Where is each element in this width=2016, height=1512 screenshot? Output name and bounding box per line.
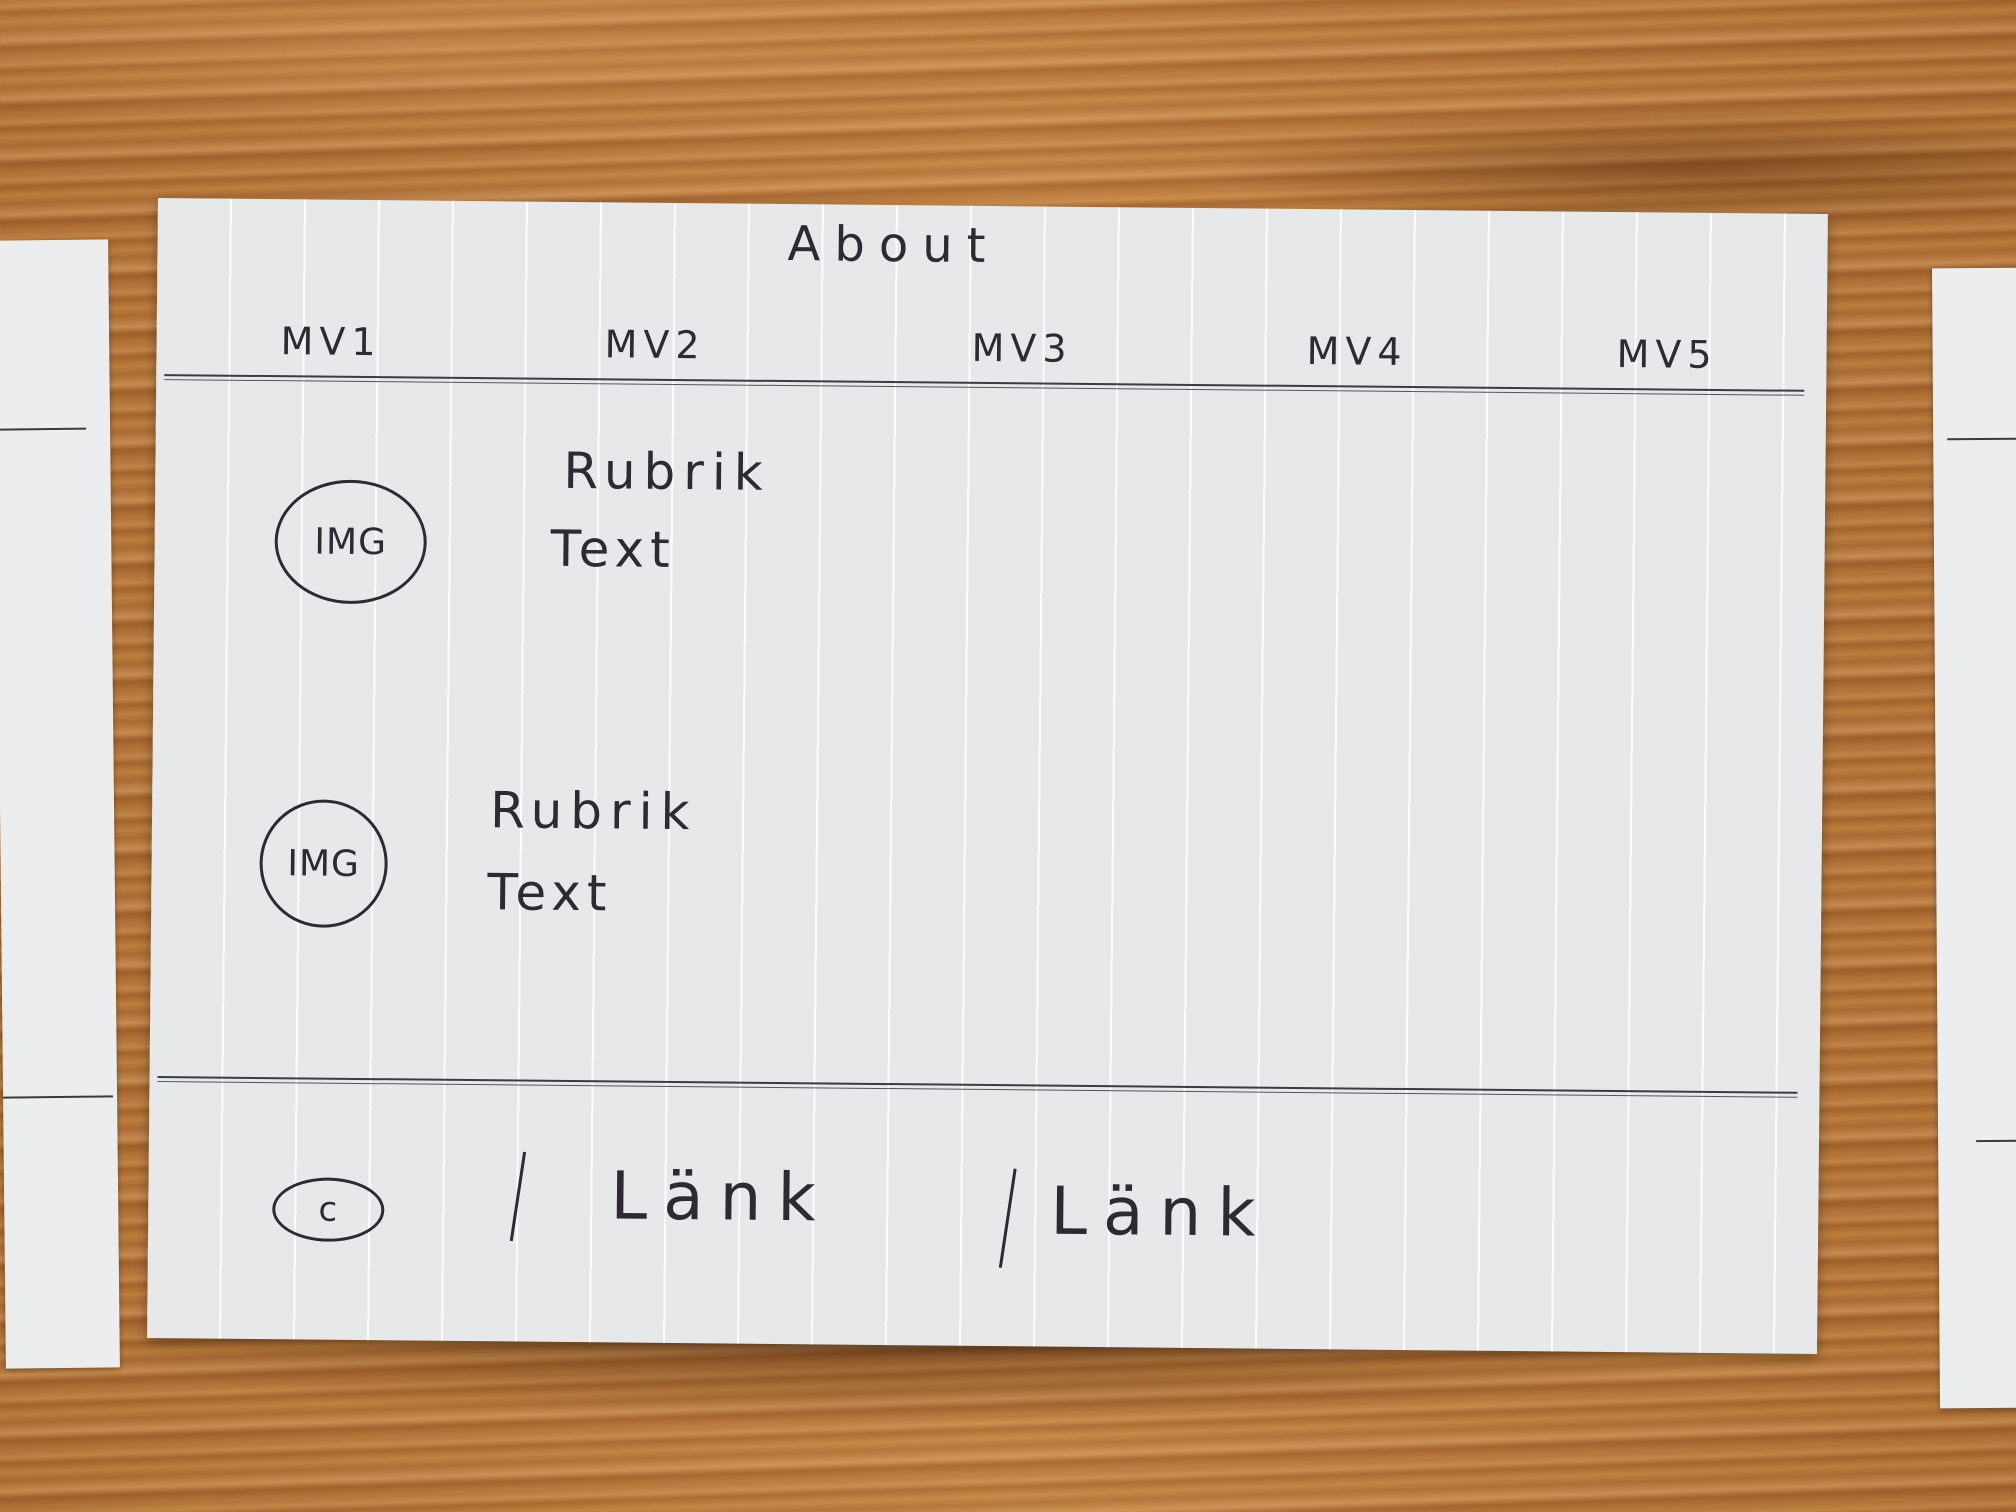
footer-divider (157, 1076, 1798, 1098)
adjacent-rule (1976, 1139, 2016, 1143)
nav-item-mv3[interactable]: MV3 (971, 325, 1073, 371)
header-divider (164, 374, 1805, 396)
adjacent-rule (0, 427, 87, 431)
content-heading: Rubrik (563, 441, 771, 502)
nav-item-mv2[interactable]: MV2 (604, 322, 706, 368)
footer-separator (998, 1168, 1017, 1268)
wireframe-sketch-page: About MV1 MV2 MV3 MV4 MV5 IMG Rubrik Tex… (147, 198, 1828, 1354)
nav-item-mv1[interactable]: MV1 (280, 319, 382, 365)
nav-item-mv5[interactable]: MV5 (1616, 332, 1718, 377)
image-placeholder-label: IMG (314, 521, 388, 563)
image-placeholder-label: IMG (287, 842, 361, 885)
page-title: About (787, 216, 1000, 275)
copyright-icon: c (271, 1177, 385, 1243)
adjacent-sketch-left (0, 239, 120, 1369)
image-placeholder: IMG (259, 799, 389, 929)
adjacent-rule (3, 1095, 114, 1099)
footer-link-2[interactable]: Länk (1049, 1172, 1272, 1252)
content-text: Text (550, 519, 677, 579)
footer-link-1[interactable]: Länk (610, 1157, 833, 1237)
content-heading: Rubrik (489, 781, 698, 842)
footer-separator (509, 1151, 527, 1242)
adjacent-rule (1947, 437, 2016, 441)
content-text: Text (487, 863, 613, 923)
image-placeholder: IMG (274, 479, 428, 605)
adjacent-sketch-right (1932, 267, 2016, 1409)
nav-item-mv4[interactable]: MV4 (1306, 329, 1408, 375)
copyright-symbol: c (318, 1189, 339, 1230)
